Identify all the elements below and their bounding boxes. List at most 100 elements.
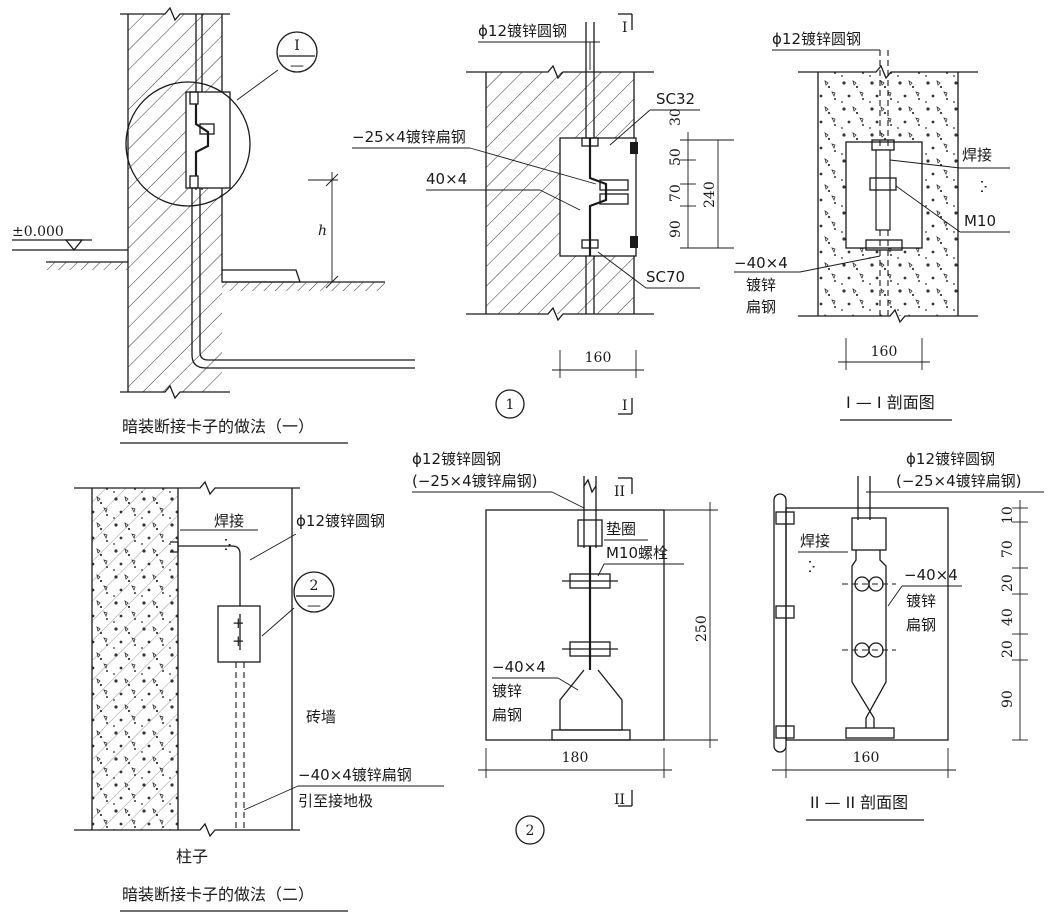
dim6-90: 90 [1000,690,1016,708]
junction-box-2 [559,137,637,257]
plate-6 [785,507,949,741]
dim6-10: 10 [1000,506,1016,524]
base-5 [551,729,631,741]
dim-240: 240 [702,181,718,208]
label-flat-5c: 扁钢 [492,706,522,724]
dim6-70: 70 [1000,540,1016,558]
detail-circle [125,81,251,207]
diagram-5-plate-front: II II ϕ12镀锌圆钢 (−25×4镀锌扁钢) 垫圈 M10螺栓 −40×4… [412,450,718,845]
detail-num-2: 2 [526,823,535,839]
wall3-break-bottom [798,308,978,324]
dim6-40: 40 [1000,608,1016,626]
leader-bolt-5b [597,563,605,577]
elevation-label: ±0.000 [12,224,64,240]
top-clamp [189,91,199,105]
wall3-break-top [798,64,978,80]
break-line-bottom [120,384,230,400]
break-line-top [120,6,230,22]
label-flat-5b: 镀锌 [492,682,522,700]
plinth [221,269,301,283]
label-brick-wall: 砖墙 [306,708,336,726]
label-weld-4: 焊接 [214,512,244,530]
leader-sc70b [597,251,647,289]
label-column: 柱子 [176,847,208,866]
bolt-2a [599,179,629,191]
label-angle-2: 40×4 [426,170,467,188]
dim-90: 90 [668,220,684,238]
label-weld-6: 焊接 [800,532,830,550]
ground-hatch-right [222,282,385,291]
label-flat-6c: 扁钢 [906,616,936,634]
sec2-label-top: II [614,484,625,500]
col-break-top [74,480,300,496]
detail-num-circle-1 [495,389,525,419]
base-6 [845,727,895,739]
ground-conductor-outer [191,185,415,369]
dim-50: 50 [668,148,684,166]
link-strip [194,104,210,176]
clamp-6 [851,517,887,551]
leader-round-4 [249,533,297,561]
bolt-mark-4b: + [232,632,245,650]
label-flat-note-2: 引至接地极 [298,792,373,810]
dim-width-6: 160 [853,750,880,766]
ref-bubble-2 [293,571,335,613]
weld-plate-4 [170,541,179,553]
leader-flat-2b [469,147,597,185]
dim-width-3: 160 [871,344,898,360]
leader-flat-6b [887,585,903,607]
box-4 [217,605,261,663]
wall2-break-top [466,64,654,80]
col-break-bottom [74,822,300,838]
diagram-6-section-II: ϕ12镀锌圆钢 (−25×4镀锌扁钢) 焊接 ⴾ −40×4 镀锌 扁钢 10 … [772,450,1044,821]
ground-conductor-inner [199,185,415,361]
clamp-2-bottom [581,239,599,249]
dim-width-5: 180 [562,750,589,766]
label-flat-3a: −40×4 [734,254,788,272]
bolt-head [199,123,215,135]
label-bolt-5: M10螺栓 [606,544,668,562]
weld-symbol-6: ⴾ [808,558,815,576]
link-strip-2 [588,138,608,256]
leader-angle-2b [539,189,581,211]
anchor-6c [775,725,795,739]
flare-5 [559,669,623,731]
pipe-sc70 [630,236,638,248]
leader-weld-3b [889,159,961,169]
weld-symbol-4: ⴾ [224,536,231,554]
caption-1: 暗装断接卡子的做法（一） [122,417,314,436]
dim-30: 30 [668,108,684,126]
label-flat-6b: 镀锌 [906,592,936,610]
base-plate-3 [865,239,903,251]
link-6-right [865,550,887,728]
leader-round-5b [551,491,585,509]
clamp-2-top [581,137,599,147]
label-flat-note-1: −40×4镀锌扁钢 [298,766,412,784]
round-steel-4 [178,545,241,614]
diagram-4-column-elevation: + + 焊接 ⴾ ϕ12镀锌圆钢 2 — 砖墙 −40×4镀锌扁钢 引至接地极 … [74,480,444,912]
ref-leader-2 [261,607,295,637]
caption-6: II — II 剖面图 [810,793,908,812]
label-round-steel-4: ϕ12镀锌圆钢 [296,512,385,530]
label-round-6b: (−25×4镀锌扁钢) [896,472,1021,490]
h-tick-top [325,173,339,187]
bottom-clamp [189,175,199,189]
bolt-3 [869,177,897,191]
wall2-break-bottom [466,306,654,322]
ref-leader-1 [236,69,279,101]
dim-height-5: 250 [694,615,710,642]
ref-bubble-num: I [294,38,300,54]
ref-bubble-den: — [290,58,304,74]
clamp-5-top [577,519,603,547]
ref-bubble-2-num: 2 [310,578,319,594]
column-hatch [92,488,178,830]
bolt-mark-4a: + [232,614,245,632]
weld-symbol-3: ⴾ [980,178,987,196]
leader-flat-5b [557,677,579,691]
diagram-3-section-I: ϕ12镀锌圆钢 焊接 ⴾ M10 −40×4 镀锌 扁钢 160 I — I 剖… [734,30,1010,421]
dim-width-2: 160 [585,350,612,366]
label-round-5a: ϕ12镀锌圆钢 [412,450,501,468]
diagram-2-front-view: I I ϕ12镀锌圆钢 −25×4镀锌扁钢 40×4 SC32 SC70 30 … [352,13,734,419]
ref-bubble-1 [276,31,318,73]
